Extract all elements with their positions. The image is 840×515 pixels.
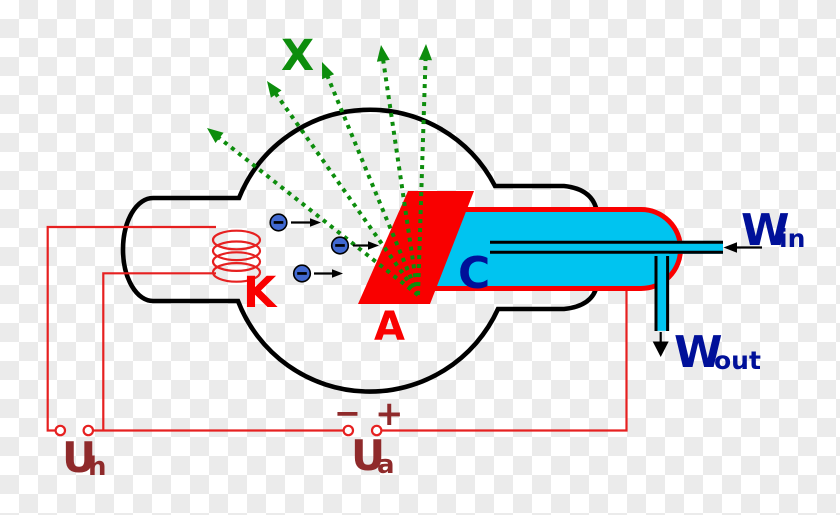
xray-arrow-2 xyxy=(267,81,420,297)
glass-envelope xyxy=(120,107,600,394)
water-in-arrow xyxy=(723,242,762,253)
cathode-filament-coil xyxy=(211,229,262,283)
cathode-label: K xyxy=(243,268,278,318)
anode-voltage-label: U a xyxy=(351,431,395,480)
svg-text:a: a xyxy=(377,450,395,480)
svg-text:U: U xyxy=(351,431,385,480)
xray-arrow-1 xyxy=(207,128,420,297)
cooling-label: C xyxy=(458,248,490,299)
xray-arrow-3 xyxy=(322,62,420,296)
heater-wire-bottom xyxy=(102,272,216,431)
electron-3 xyxy=(292,264,312,283)
terminal-heater-right xyxy=(82,424,95,437)
svg-text:h: h xyxy=(88,452,107,482)
anode-wire xyxy=(381,290,628,432)
heater-wire-top xyxy=(46,225,216,432)
water-in-label: W in xyxy=(741,205,805,256)
electron-2 xyxy=(330,236,350,255)
terminal-anode-minus xyxy=(342,424,355,437)
xray-arrow-4 xyxy=(376,45,420,296)
electron-motion-arrow-3 xyxy=(314,269,343,278)
electron-motion-arrow-1 xyxy=(291,218,321,227)
terminal-anode-plus xyxy=(370,424,383,437)
svg-text:W: W xyxy=(741,205,790,256)
svg-text:W: W xyxy=(674,327,723,378)
water-inlet-pipe xyxy=(490,240,723,254)
xray-arrow-5 xyxy=(416,44,432,296)
minus-sign: − xyxy=(334,394,361,432)
water-outlet-pipe xyxy=(654,253,670,331)
svg-text:in: in xyxy=(779,224,805,253)
electron-motion-arrow-2 xyxy=(353,241,379,250)
water-out-arrow xyxy=(652,332,669,357)
water-out-label: W out xyxy=(674,327,761,378)
xrays-label: X xyxy=(281,31,314,81)
svg-text:out: out xyxy=(714,346,761,375)
terminal-heater-left xyxy=(54,424,67,437)
electron-1 xyxy=(269,213,288,232)
heater-voltage-label: U h xyxy=(62,433,107,482)
anode-label: A xyxy=(374,304,405,350)
anode-plate xyxy=(358,191,474,304)
svg-text:U: U xyxy=(62,433,96,482)
plus-sign: + xyxy=(375,394,404,434)
